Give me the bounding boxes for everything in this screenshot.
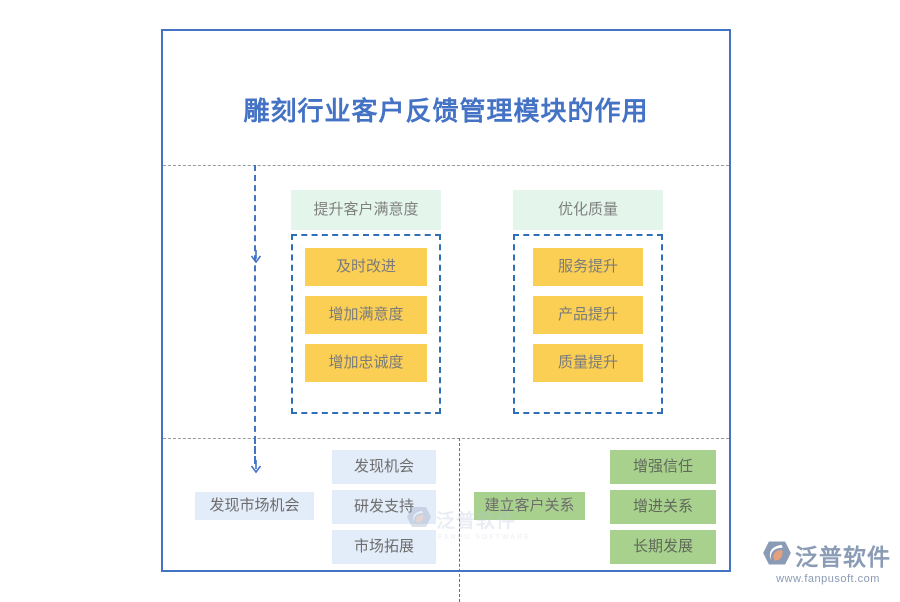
- bottom-band-divider: [459, 438, 460, 602]
- chip-item[interactable]: 增加满意度: [305, 296, 427, 334]
- lane-label-customer-relationship: 建立客户关系: [474, 492, 585, 520]
- chip-item[interactable]: 研发支持: [332, 490, 436, 524]
- lane-label-market-opportunity: 发现市场机会: [195, 492, 314, 520]
- arrow-down-icon: [249, 250, 263, 264]
- chip-item[interactable]: 市场拓展: [332, 530, 436, 564]
- chip-item[interactable]: 服务提升: [533, 248, 643, 286]
- group-header: 提升客户满意度: [291, 190, 441, 230]
- divider-top: [163, 165, 729, 166]
- page-title: 雕刻行业客户反馈管理模块的作用: [243, 96, 649, 126]
- lane-label: 发现市场机会: [195, 492, 314, 520]
- arrow-down-icon: [249, 460, 263, 474]
- chip-item[interactable]: 产品提升: [533, 296, 643, 334]
- chip-item[interactable]: 增加忠诚度: [305, 344, 427, 382]
- vertical-spine-lower: [254, 438, 256, 464]
- lane-items-market-opportunity: 发现机会 研发支持 市场拓展: [332, 450, 436, 564]
- group-header: 优化质量: [513, 190, 663, 230]
- lane-items-customer-relationship: 增强信任 增进关系 长期发展: [610, 450, 716, 564]
- chip-item[interactable]: 长期发展: [610, 530, 716, 564]
- chip-item[interactable]: 增进关系: [610, 490, 716, 524]
- fanpu-logo-icon: [762, 539, 792, 572]
- chip-item[interactable]: 发现机会: [332, 450, 436, 484]
- vertical-spine: [254, 165, 256, 462]
- chip-item[interactable]: 质量提升: [533, 344, 643, 382]
- brand-url: www.fanpusoft.com: [776, 573, 880, 585]
- group-body: 服务提升 产品提升 质量提升: [513, 234, 663, 414]
- group-body: 及时改进 增加满意度 增加忠诚度: [291, 234, 441, 414]
- divider-bottom: [163, 438, 729, 439]
- chip-item[interactable]: 及时改进: [305, 248, 427, 286]
- brand-logo: 泛普软件 www.fanpusoft.com: [762, 538, 894, 585]
- brand-name: 泛普软件: [795, 544, 891, 570]
- chip-item[interactable]: 增强信任: [610, 450, 716, 484]
- group-customer-satisfaction: 提升客户满意度 及时改进 增加满意度 增加忠诚度: [291, 190, 441, 414]
- lane-label: 建立客户关系: [474, 492, 585, 520]
- group-quality-optimization: 优化质量 服务提升 产品提升 质量提升: [513, 190, 663, 414]
- diagram-frame: 雕刻行业客户反馈管理模块的作用 提升客户满意度 及时改进 增加满意度 增加忠诚度…: [161, 29, 731, 602]
